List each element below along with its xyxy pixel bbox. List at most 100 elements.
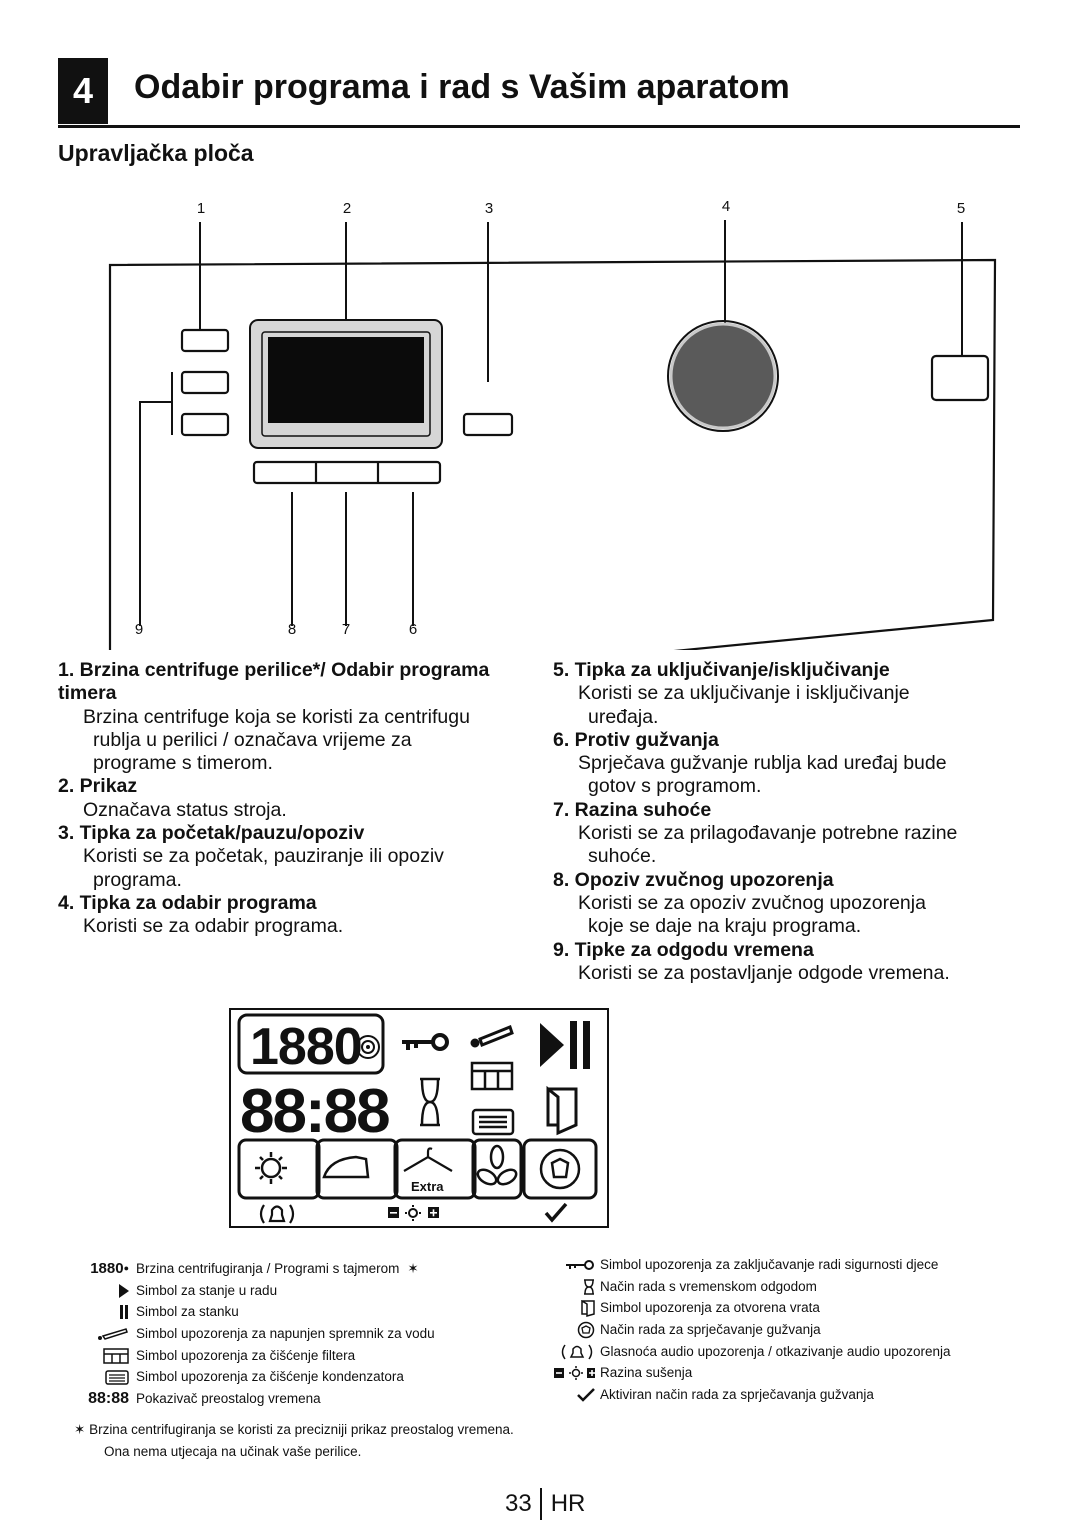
item-body-line: Koristi se za odabir programa. <box>83 915 344 938</box>
item-7: 7. Razina suhoće Koristi se za prilagođa… <box>553 799 1023 869</box>
legend-row: Simbol upozorenja za otvorena vrata <box>554 1297 951 1319</box>
hourglass-icon <box>420 1077 440 1127</box>
legend-text: Simbol upozorenja za zaključavanje radi … <box>600 1257 939 1272</box>
asterisk-icon: ✶ <box>74 1422 90 1437</box>
legend-row: Simbol za stanku <box>80 1301 435 1323</box>
legend-row: Simbol upozorenja za čišćenje filtera <box>80 1345 435 1367</box>
legend-row: 88:88 Pokazivač preostalog vremena <box>80 1388 435 1410</box>
callout-8: 8 <box>287 621 297 638</box>
hanger-icon <box>403 1147 453 1172</box>
item-body: Koristi se za opoziv zvučnog upozorenja … <box>553 892 1023 939</box>
item-body-line: uređaja. <box>588 705 659 728</box>
item-body-line: Koristi se za prilagođavanje potrebne ra… <box>578 822 958 845</box>
pause-icon <box>570 1021 577 1069</box>
page-footer: 33 HR <box>505 1488 585 1520</box>
callout-5: 5 <box>956 200 966 217</box>
check-icon <box>554 1388 600 1402</box>
item-body: Koristi se za odabir programa. <box>58 915 548 938</box>
legend-text: Način rada s vremenskom odgodom <box>600 1278 817 1294</box>
legend-row: Simbol upozorenja za zaključavanje radi … <box>554 1254 951 1276</box>
iron-icon <box>322 1155 370 1179</box>
condenser-icon <box>471 1108 515 1136</box>
hourglass-icon <box>554 1278 600 1295</box>
key-icon <box>402 1033 449 1051</box>
item-title: 5. Tipka za uključivanje/isključivanje <box>553 659 890 681</box>
legend-text: Aktiviran način rada za sprječavanja guž… <box>600 1387 874 1403</box>
callout-3: 3 <box>484 200 494 217</box>
legend-right: Simbol upozorenja za zaključavanje radi … <box>554 1254 951 1406</box>
legend-row: Glasnoća audio upozorenja / otkazivanje … <box>554 1341 951 1363</box>
play-icon <box>80 1283 136 1298</box>
door-icon <box>554 1299 600 1317</box>
spin-icon <box>356 1035 380 1059</box>
legend-text: Simbol upozorenja za čišćenje kondenzato… <box>136 1369 404 1385</box>
door-icon <box>546 1085 578 1136</box>
legend-text: Glasnoća audio upozorenja / otkazivanje … <box>600 1343 951 1359</box>
chapter-number: 4 <box>72 70 94 111</box>
legend-text: Način rada za sprječavanje gužvanja <box>600 1322 821 1338</box>
item-body: Koristi se za početak, pauziranje ili op… <box>58 845 548 892</box>
fan-icon <box>476 1144 518 1186</box>
items-right: 5. Tipka za uključivanje/isključivanje K… <box>553 659 1023 985</box>
water-tank-icon <box>80 1327 136 1341</box>
item-body-line: Označava status stroja. <box>83 798 287 821</box>
legend-row: Simbol upozorenja za napunjen spremnik z… <box>80 1323 435 1345</box>
item-title: 2. Prikaz <box>58 775 138 798</box>
time-digits: 88:88 <box>240 1077 389 1146</box>
legend-text: Simbol upozorenja za čišćenje filtera <box>136 1347 356 1363</box>
footnote-line: Ona nema utjecaja na učinak vaše perilic… <box>104 1444 362 1459</box>
item-title: 4. Tipka za odabir programa <box>58 891 317 914</box>
page-footer-divider <box>539 1488 542 1520</box>
legend-row: Način rada s vremenskom odgodom <box>554 1276 951 1298</box>
item-body: Koristi se za postavljanje odgode vremen… <box>553 962 1023 985</box>
sun-icon <box>255 1152 287 1184</box>
anti-crease-icon <box>554 1321 600 1339</box>
item-body-line: Koristi se za uključivanje i isključivan… <box>578 682 910 705</box>
callout-4: 4 <box>721 198 731 215</box>
filter-icon <box>80 1347 136 1364</box>
item-5: 5. Tipka za uključivanje/isključivanje K… <box>553 659 1023 729</box>
page-language: HR <box>550 1490 586 1517</box>
item-body-line: Brzina centrifuge koja se koristi za cen… <box>83 705 470 728</box>
legend-text: Simbol za stanje u radu <box>136 1282 278 1298</box>
legend-row: Aktiviran način rada za sprječavanja guž… <box>554 1384 951 1406</box>
item-body-line: Koristi se za postavljanje odgode vremen… <box>578 961 950 984</box>
item-8: 8. Opoziv zvučnog upozorenja Koristi se … <box>553 869 1023 939</box>
callout-9: 9 <box>134 621 144 638</box>
lcd-display-diagram: 1880 88:88 <box>229 1008 609 1228</box>
dryness-level-icon <box>388 1205 439 1221</box>
item-1: 1. Brzina centrifuge perilice*/ Odabir p… <box>58 659 548 775</box>
legend-row: Simbol upozorenja za čišćenje kondenzato… <box>80 1366 435 1388</box>
time-digits-icon: 88:88 <box>80 1388 136 1410</box>
control-panel-diagram <box>108 220 997 650</box>
speed-digits-icon: 1880● <box>80 1258 136 1280</box>
item-4: 4. Tipka za odabir programa Koristi se z… <box>58 892 548 939</box>
check-icon <box>544 1202 568 1223</box>
legend-row: Razina sušenja <box>554 1362 951 1384</box>
item-title: 3. Tipka za početak/pauzu/opoziv <box>58 822 365 845</box>
item-title: 9. Tipke za odgodu vremena <box>553 938 814 961</box>
item-2: 2. Prikaz Označava status stroja. <box>58 775 548 822</box>
dryness-level-icon <box>554 1366 600 1381</box>
footnote-line: Brzina centrifugiranja se koristi za pre… <box>89 1422 514 1437</box>
item-body-line: koje se daje na kraju programa. <box>588 915 862 938</box>
item-body-line: Koristi se za opoziv zvučnog upozorenja <box>578 891 926 914</box>
page-number: 33 <box>505 1490 532 1517</box>
callout-6: 6 <box>408 621 418 638</box>
legend-text: Brzina centrifugiranja / Programi s tajm… <box>136 1261 400 1276</box>
item-body: Koristi se za uključivanje i isključivan… <box>553 682 1023 729</box>
legend-left: 1880● Brzina centrifugiranja / Programi … <box>80 1258 435 1410</box>
item-body-line: suhoće. <box>588 845 657 868</box>
speed-digits: 1880 <box>250 1018 362 1076</box>
item-title: 7. Razina suhoće <box>553 798 712 821</box>
legend-text: Razina sušenja <box>600 1365 693 1381</box>
legend-row: 1880● Brzina centrifugiranja / Programi … <box>80 1258 435 1280</box>
legend-text: Pokazivač preostalog vremena <box>136 1391 321 1407</box>
item-title: 6. Protiv gužvanja <box>553 728 719 751</box>
legend-symbol: 88:88 <box>88 1390 129 1408</box>
play-icon <box>540 1023 564 1067</box>
legend-text: Simbol upozorenja za otvorena vrata <box>600 1300 820 1316</box>
item-title: 8. Opoziv zvučnog upozorenja <box>553 868 834 891</box>
items-left: 1. Brzina centrifuge perilice*/ Odabir p… <box>58 659 548 939</box>
item-body: Sprječava gužvanje rublja kad uređaj bud… <box>553 752 1023 799</box>
